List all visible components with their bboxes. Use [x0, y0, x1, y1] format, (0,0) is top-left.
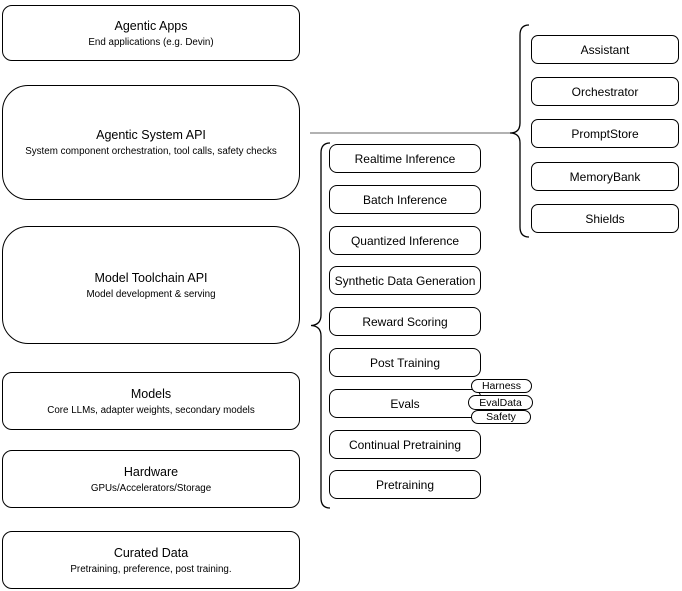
node-subtitle: System component orchestration, tool cal…	[25, 146, 277, 157]
node-pretraining: Pretraining	[329, 470, 481, 499]
node-subtitle: Model development & serving	[86, 288, 216, 300]
node-memorybank: MemoryBank	[531, 162, 679, 191]
node-subtitle: Core LLMs, adapter weights, secondary mo…	[47, 404, 255, 416]
node-quantized-inference: Quantized Inference	[329, 226, 481, 255]
node-title: Agentic Apps	[114, 18, 188, 33]
tag-evaldata: EvalData	[468, 395, 533, 410]
node-assistant: Assistant	[531, 35, 679, 64]
node-batch-inference: Batch Inference	[329, 185, 481, 214]
node-hardware: Hardware GPUs/Accelerators/Storage	[2, 450, 300, 508]
node-realtime-inference: Realtime Inference	[329, 144, 481, 173]
node-agentic-apps: Agentic Apps End applications (e.g. Devi…	[2, 5, 300, 61]
node-title: Models	[130, 386, 172, 401]
node-promptstore: PromptStore	[531, 119, 679, 148]
node-reward-scoring: Reward Scoring	[329, 307, 481, 336]
toolchain-brace	[310, 142, 331, 509]
node-models: Models Core LLMs, adapter weights, secon…	[2, 372, 300, 430]
node-orchestrator: Orchestrator	[531, 77, 679, 106]
node-curated-data: Curated Data Pretraining, preference, po…	[2, 531, 300, 589]
node-title: Agentic System API	[96, 128, 206, 142]
node-model-toolchain-api: Model Toolchain API Model development & …	[2, 226, 300, 344]
node-title: Model Toolchain API	[94, 270, 208, 285]
node-synthetic-data-generation: Synthetic Data Generation	[329, 266, 481, 295]
node-subtitle: End applications (e.g. Devin)	[88, 36, 214, 48]
node-title: Hardware	[123, 464, 179, 479]
tag-safety: Safety	[471, 410, 531, 424]
node-post-training: Post Training	[329, 348, 481, 377]
node-subtitle: GPUs/Accelerators/Storage	[90, 482, 212, 494]
node-subtitle: Pretraining, preference, post training.	[70, 563, 232, 575]
tag-harness: Harness	[471, 379, 532, 393]
node-continual-pretraining: Continual Pretraining	[329, 430, 481, 459]
system-components-brace	[509, 24, 530, 238]
node-shields: Shields	[531, 204, 679, 233]
node-evals: Evals	[329, 389, 481, 418]
node-agentic-system-api: Agentic System API System component orch…	[2, 85, 300, 200]
node-title: Curated Data	[113, 545, 189, 560]
